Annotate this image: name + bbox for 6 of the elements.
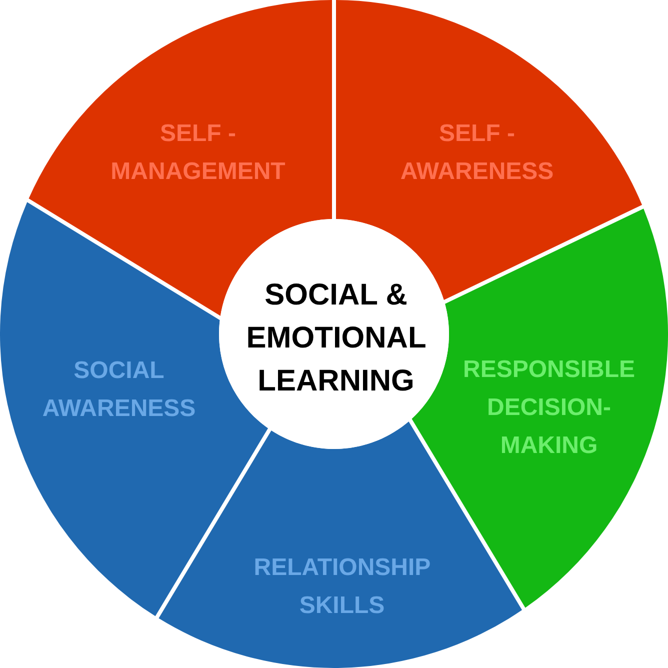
segment-label: SELF - AWARENESS xyxy=(400,119,554,187)
segment-label: RESPONSIBLE DECISION- MAKING xyxy=(462,355,636,461)
center-title: SOCIAL & EMOTIONAL LEARNING xyxy=(246,278,426,400)
segment-label: RELATIONSHIP SKILLS xyxy=(254,553,430,621)
segment-label: SELF - MANAGEMENT xyxy=(110,119,286,187)
segment-label: SOCIAL AWARENESS xyxy=(42,356,196,424)
